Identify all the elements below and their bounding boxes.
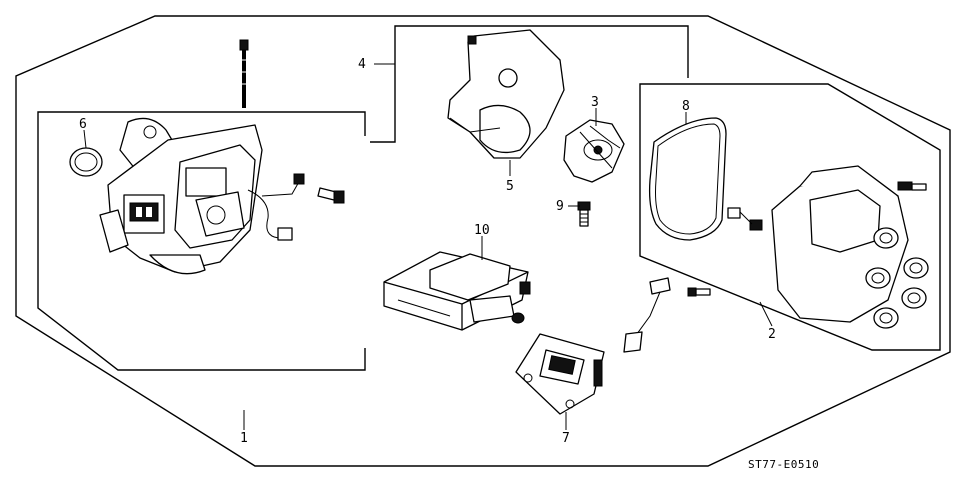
callout-3: 3 — [591, 95, 599, 110]
callout-10: 10 — [474, 223, 490, 238]
cover-group-bracket — [370, 25, 689, 143]
leader-line-6 — [83, 129, 87, 149]
housing-bracket — [37, 111, 366, 371]
cap-terminal-icon — [873, 227, 899, 249]
rotor-icon — [563, 119, 625, 183]
distributor-cap-icon — [727, 165, 929, 329]
callout-7: 7 — [562, 431, 570, 446]
cap-group-frame — [639, 83, 941, 351]
ground-wire-icon — [623, 277, 711, 353]
callout-2: 2 — [768, 327, 776, 342]
distributor-assembly-icon — [99, 39, 345, 275]
leak-cover-icon — [447, 29, 565, 159]
cap-seal-icon — [648, 117, 727, 241]
callout-9: 9 — [556, 199, 564, 214]
igniter-unit-icon — [515, 333, 605, 415]
callout-5: 5 — [506, 179, 514, 194]
callout-4: 4 — [358, 57, 366, 72]
assembly-frame — [15, 15, 951, 467]
callout-6: 6 — [79, 117, 87, 132]
ignition-coil-icon — [383, 251, 531, 331]
callout-8: 8 — [682, 99, 690, 114]
o-ring-icon — [69, 147, 103, 177]
callout-1: 1 — [240, 431, 248, 446]
leader-line-2 — [759, 301, 773, 327]
diagram-ref-code: ST77-E0510 — [748, 458, 819, 471]
